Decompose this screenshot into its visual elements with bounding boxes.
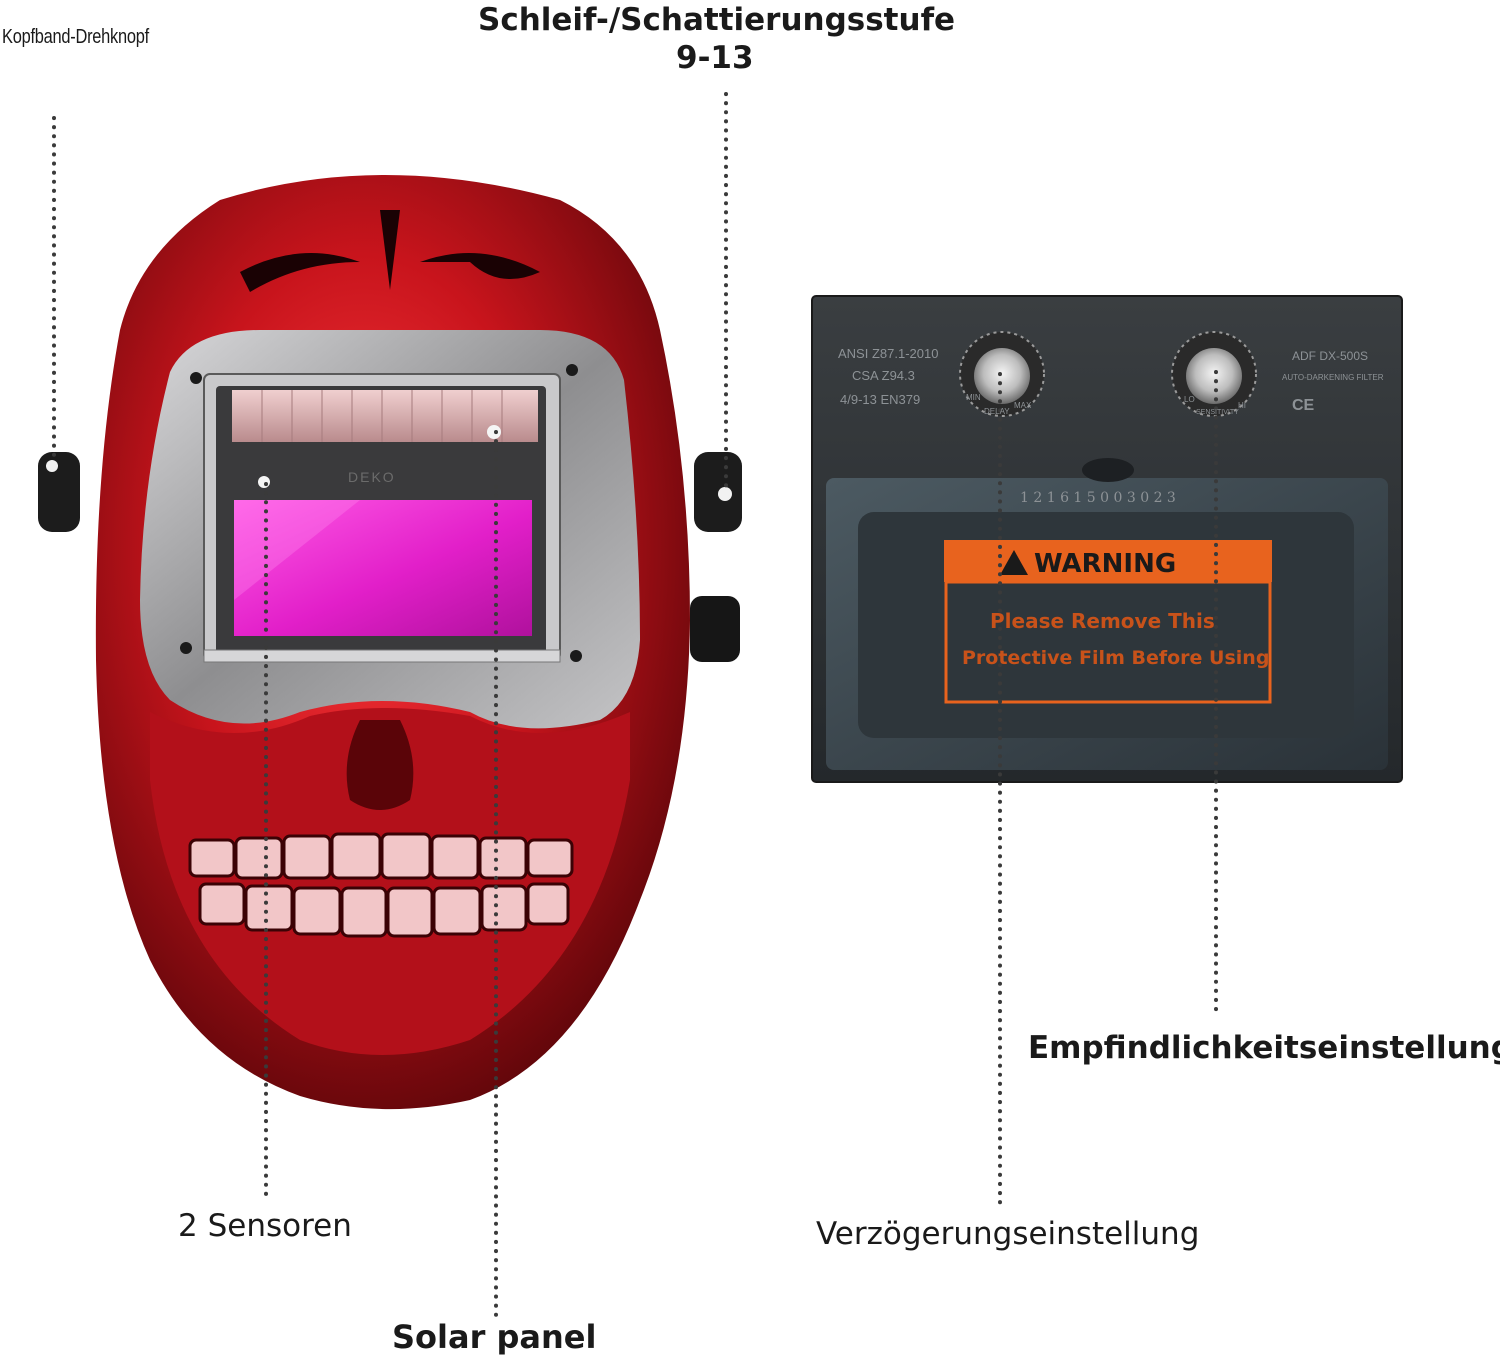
- welding-helmet: [95, 175, 691, 1110]
- warning-line-1: Please Remove This: [990, 609, 1215, 633]
- filter-serial: 1 2 1 6 1 5 0 0 3 0 2 3: [1020, 490, 1176, 506]
- filter-standard-3: 4/9-13 EN379: [840, 392, 920, 407]
- filter-model: ADF DX-500S: [1292, 349, 1368, 363]
- delay-max: MAX: [1014, 401, 1032, 410]
- headband-knob-right: [694, 452, 742, 532]
- sensors-label: 2 Sensoren: [178, 1208, 352, 1244]
- delay-label: DELAY: [984, 407, 1010, 416]
- filter-standard-1: ANSI Z87.1-2010: [838, 346, 938, 361]
- sensitivity-lo: LO: [1184, 395, 1195, 404]
- filter-standard-2: CSA Z94.3: [852, 368, 915, 383]
- lens: [234, 500, 532, 636]
- headband-knob-label: Kopfband-Drehknopf: [2, 26, 149, 48]
- sensor-dot: [258, 476, 270, 488]
- delay-knob: [959, 331, 1045, 417]
- sensitivity-label: SENSITIVITY: [1196, 409, 1239, 416]
- solar-panel-label: Solar panel: [392, 1318, 597, 1356]
- helmet-brand: DEKO: [348, 469, 396, 485]
- warning-line-2: Protective Film Before Using: [962, 647, 1269, 669]
- delay-min: MIN: [966, 393, 981, 402]
- sensitivity-label: Empfindlichkeitseinstellung: [1028, 1030, 1500, 1066]
- warning-title: WARNING: [1034, 549, 1176, 579]
- shade-level-range: 9-13: [676, 40, 754, 76]
- solar-panel: [232, 390, 538, 442]
- shade-level-label: Schleif-/Schattierungsstufe: [478, 2, 956, 38]
- leader-lines: [52, 92, 1218, 1324]
- shade-knob: [690, 596, 740, 662]
- filter-model-sub: AUTO-DARKENING FILTER: [1282, 373, 1384, 382]
- delay-label: Verzögerungseinstellung: [816, 1216, 1200, 1252]
- filter-certs: CE: [1292, 397, 1315, 414]
- sensitivity-hi: HI: [1238, 401, 1246, 410]
- sensitivity-knob: [1171, 331, 1257, 417]
- headband-knob-left: [38, 452, 80, 532]
